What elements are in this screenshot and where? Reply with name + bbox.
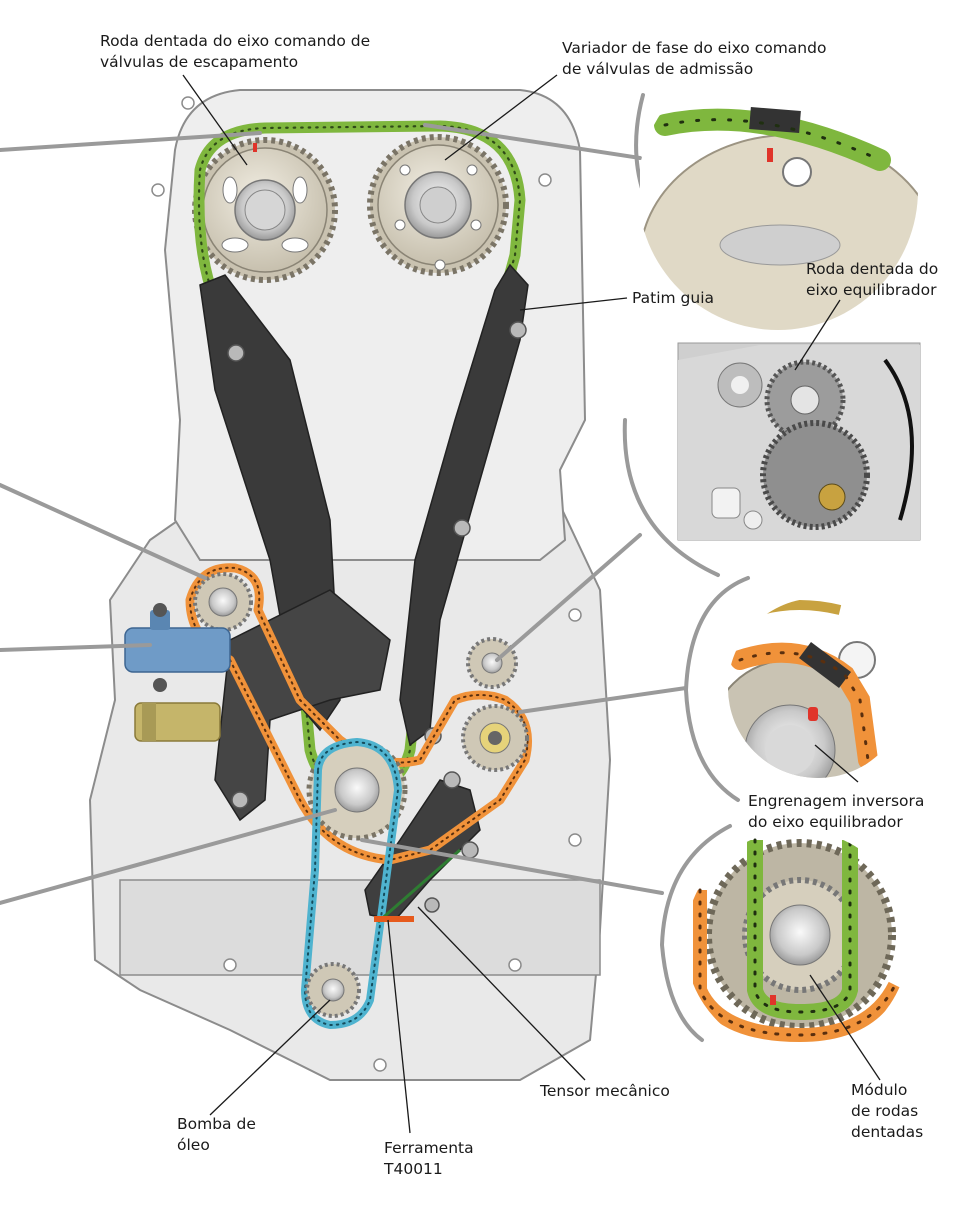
label-line: óleo xyxy=(177,1136,210,1154)
intake-camshaft-phaser xyxy=(367,134,509,276)
leader-balance-sprocket xyxy=(794,299,841,371)
label-line: eixo equilibrador xyxy=(806,281,937,299)
leader-guide-rail xyxy=(519,297,628,311)
bolt-hole xyxy=(223,958,237,972)
engine-block xyxy=(88,89,612,1081)
rail-bolt xyxy=(509,321,527,339)
bolt-hole xyxy=(151,183,165,197)
bolt-hole xyxy=(181,96,195,110)
label-line: Roda dentada do xyxy=(806,260,939,278)
label-line: Patim guia xyxy=(632,289,715,307)
callout-edge-line xyxy=(0,808,337,905)
rail-bolt xyxy=(443,771,461,789)
callout-edge-line xyxy=(0,643,152,652)
leader-exhaust-sprocket xyxy=(182,74,248,166)
callout-edge-line xyxy=(0,483,207,580)
leader-reverse-gear xyxy=(814,744,859,783)
label-line: Engrenagem inversora xyxy=(748,792,925,810)
callout-line-reverse-inset xyxy=(518,686,688,714)
label-line: de válvulas de admissão xyxy=(562,60,754,78)
label-line: Variador de fase do eixo comando xyxy=(562,39,827,57)
rail-bolt xyxy=(227,344,245,362)
label-line: dentadas xyxy=(851,1123,924,1141)
bolt-hole xyxy=(568,608,582,622)
rail-bolt xyxy=(453,519,471,537)
hydraulic-tensioner xyxy=(124,603,231,692)
rail-bolt xyxy=(231,791,249,809)
label-line: válvulas de escapamento xyxy=(100,53,299,71)
label-reverse-gear: Engrenagem inversora do eixo equilibrado… xyxy=(748,791,924,833)
idler-sprocket xyxy=(193,572,253,632)
bolt-hole xyxy=(373,1058,387,1072)
callout-edge-line xyxy=(0,131,262,152)
bolt-hole xyxy=(508,958,522,972)
inset-arc xyxy=(659,824,732,1042)
oil-pump-sprocket xyxy=(305,962,361,1018)
balance-shaft-sprocket xyxy=(466,637,518,689)
label-line: T40011 xyxy=(384,1160,443,1178)
balance-shaft-reverse-gear xyxy=(461,704,529,772)
bolt-hole xyxy=(568,833,582,847)
label-oil-pump: Bomba de óleo xyxy=(177,1114,256,1156)
leader-intake-phaser xyxy=(444,74,558,161)
leader-tool xyxy=(387,919,411,1134)
label-line: Bomba de xyxy=(177,1115,256,1133)
callout-line-top-inset xyxy=(423,123,642,160)
inset-arc xyxy=(622,418,720,577)
exhaust-camshaft-sprocket xyxy=(192,137,338,283)
callout-line-balance-inset xyxy=(495,533,642,662)
label-line: de rodas xyxy=(851,1102,919,1120)
engine-block-sump xyxy=(119,879,601,976)
callout-line-module-inset xyxy=(360,838,664,895)
bolt-hole xyxy=(538,173,552,187)
label-line: do eixo equilibrador xyxy=(748,813,903,831)
leader-tensioner xyxy=(417,906,586,1081)
label-sprocket-module: Módulo de rodas dentadas xyxy=(851,1080,923,1143)
leader-sprocket-module xyxy=(809,974,881,1081)
locking-tool xyxy=(374,848,461,924)
inset-balance-shaft-photo xyxy=(677,342,921,541)
inset-sprocket-module-detail xyxy=(685,830,909,1054)
crankshaft-sprocket-module xyxy=(306,739,408,841)
label-guide-rail: Patim guia xyxy=(632,288,714,309)
label-balance-shaft-sprocket: Roda dentada do eixo equilibrador xyxy=(806,259,938,301)
rail-bolt xyxy=(461,841,479,859)
inset-reverse-gear-detail xyxy=(728,598,908,778)
rail-bolt xyxy=(424,897,440,913)
oil-plug xyxy=(134,702,221,742)
label-line: Tensor mecânico xyxy=(540,1082,670,1100)
label-line: Roda dentada do eixo comando de xyxy=(100,32,371,50)
label-tool: Ferramenta T40011 xyxy=(384,1138,474,1180)
label-intake-phaser: Variador de fase do eixo comando de válv… xyxy=(562,38,826,80)
label-line: Ferramenta xyxy=(384,1139,474,1157)
label-mechanical-tensioner: Tensor mecânico xyxy=(540,1081,670,1102)
label-line: Módulo xyxy=(851,1081,908,1099)
label-exhaust-camshaft-sprocket: Roda dentada do eixo comando de válvulas… xyxy=(100,31,370,73)
inset-arc xyxy=(683,576,750,802)
inset-camshaft-mark xyxy=(639,95,918,330)
leader-oil-pump xyxy=(209,999,331,1116)
